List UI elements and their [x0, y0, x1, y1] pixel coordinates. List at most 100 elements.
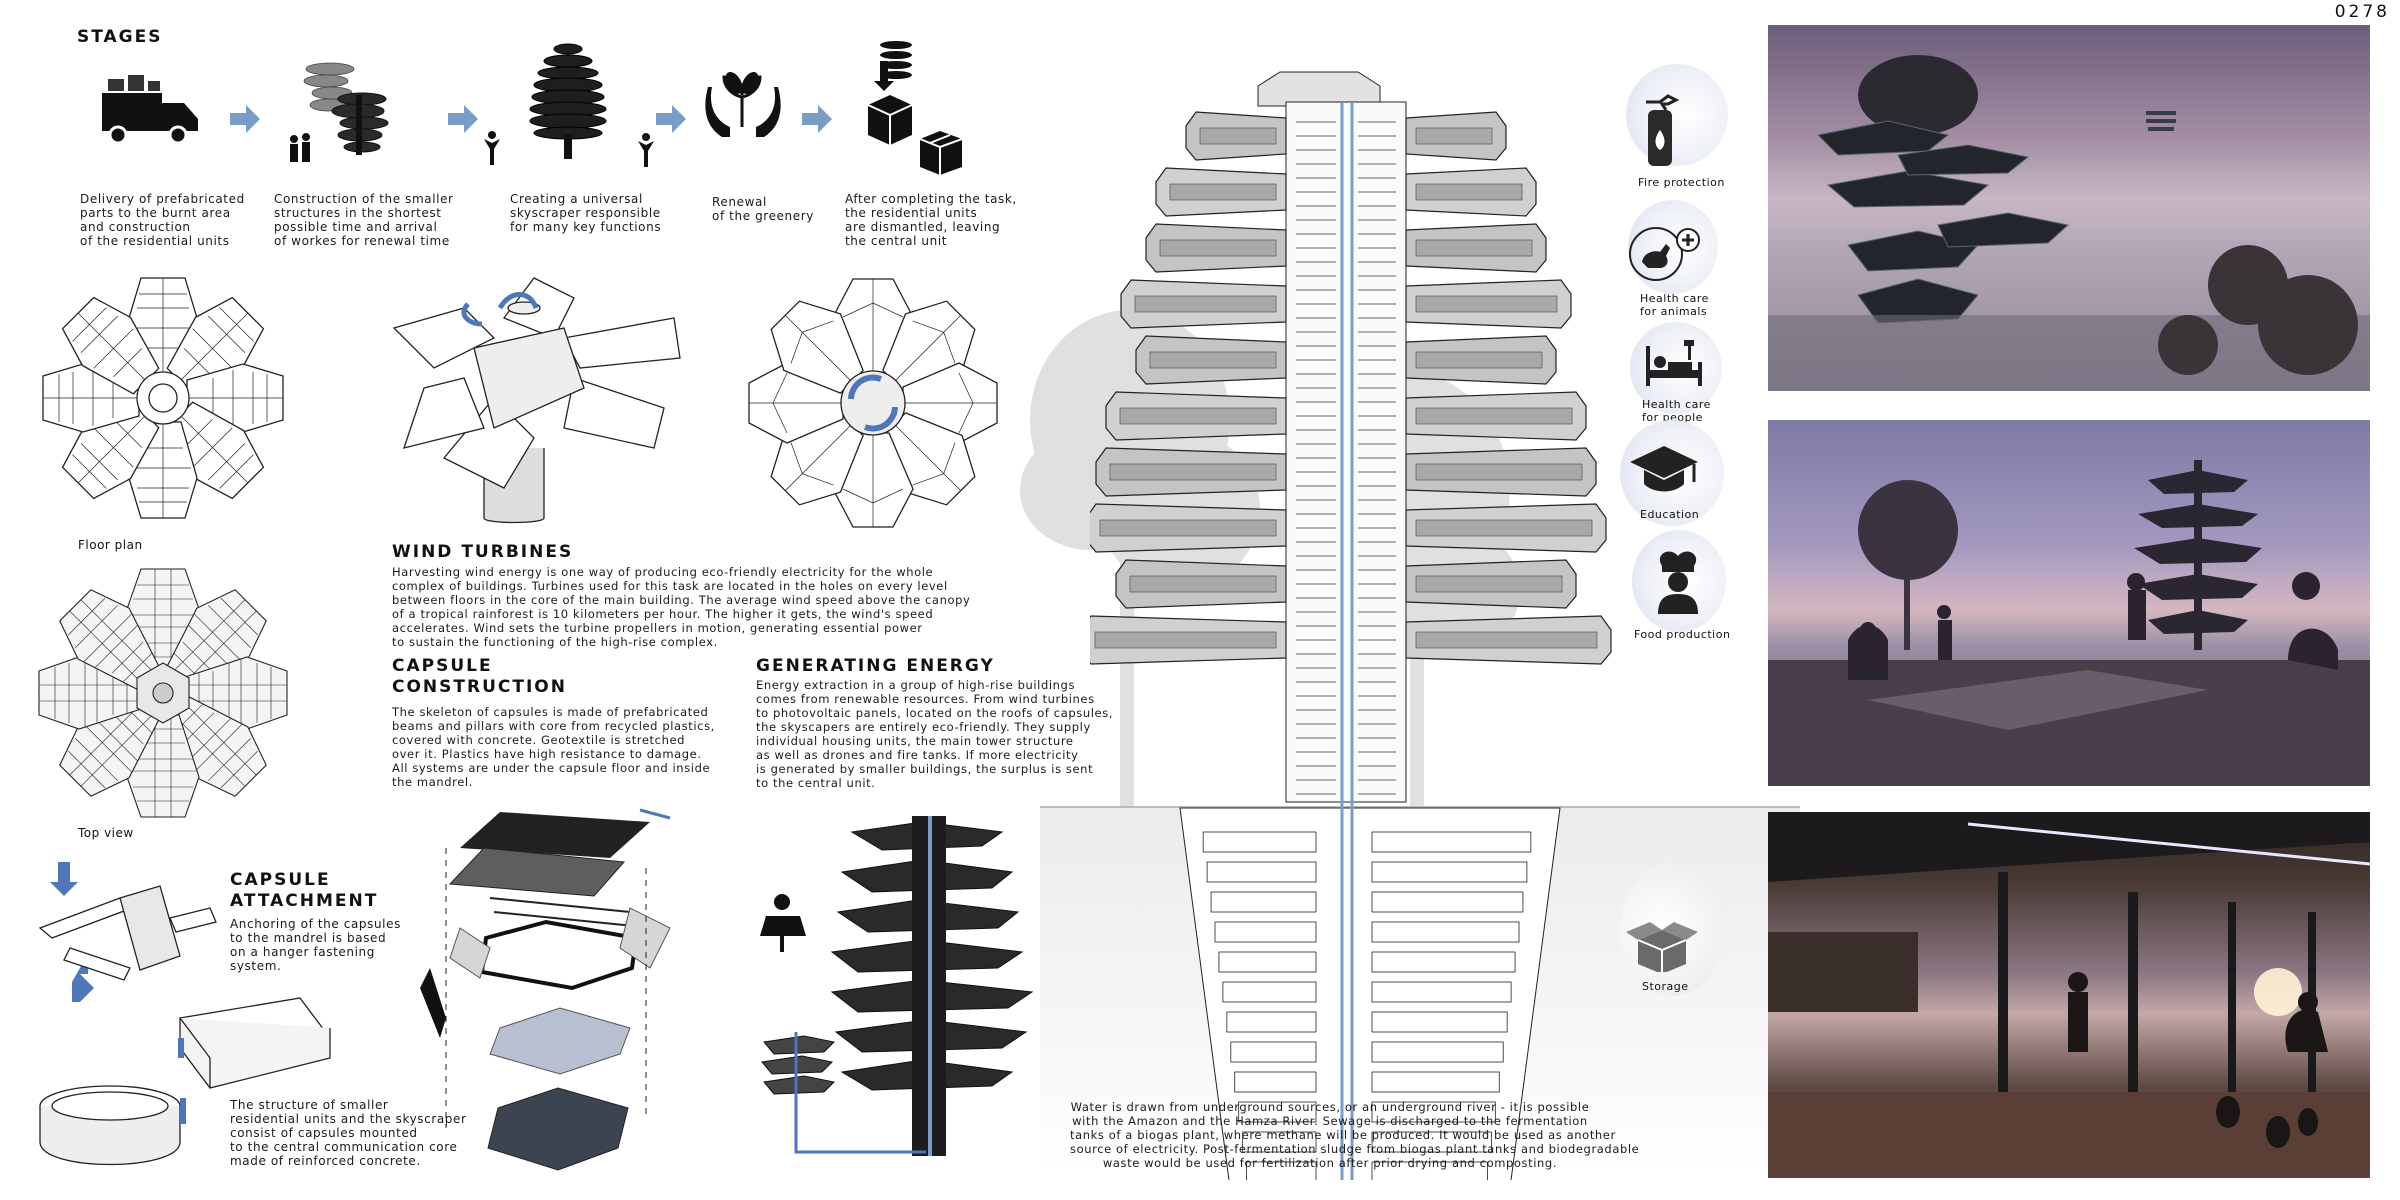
function-label: Fire protection — [1638, 176, 1725, 189]
tower-level-window — [1415, 631, 1598, 649]
dismantle-icon — [867, 41, 963, 175]
underground-level — [1371, 831, 1532, 853]
top-view-label: Top view — [78, 826, 134, 840]
stage-4-text: Renewal of the greenery — [712, 195, 814, 223]
capsule-construction-title: CAPSULE CONSTRUCTION — [392, 656, 567, 697]
underground-level — [1218, 951, 1317, 973]
tower-level-window — [1169, 183, 1277, 201]
underground-level — [1210, 891, 1317, 913]
arrow-icon — [230, 105, 260, 133]
tower-level-window — [1415, 295, 1558, 313]
wind-turbines-text: Harvesting wind energy is one way of pro… — [392, 565, 971, 649]
floor-plan-drawing — [42, 277, 284, 519]
underground-level — [1226, 1011, 1317, 1033]
hospital-bed-icon — [1646, 340, 1702, 386]
arrow-icon — [50, 862, 78, 896]
capsule-structure-text: The structure of smaller residential uni… — [230, 1098, 467, 1168]
tower-level-window — [1129, 575, 1277, 593]
function-bubble — [1626, 64, 1728, 166]
energy-tower-drawing — [760, 816, 1034, 1156]
wind-turbine-plan — [748, 278, 998, 528]
underground-level — [1371, 1011, 1508, 1033]
render-terrace-sunset — [1768, 812, 2370, 1178]
tower-level-window — [1415, 127, 1493, 145]
stages-title: STAGES — [77, 27, 163, 47]
function-label: Education — [1640, 508, 1700, 521]
exploded-capsule-drawing — [420, 808, 671, 1171]
stage-2-text: Construction of the smaller structures i… — [274, 192, 454, 248]
arrow-icon — [72, 954, 94, 1002]
function-bubble — [1628, 200, 1718, 294]
capsule-attachment-drawing — [38, 862, 332, 1166]
storage-label: Storage — [1642, 980, 1689, 993]
arrow-icon — [448, 105, 478, 133]
underground-level — [1238, 1101, 1317, 1123]
stage-5-text: After completing the task, the residenti… — [845, 192, 1017, 248]
underground-level — [1234, 1071, 1317, 1093]
underground-level — [1371, 861, 1528, 883]
wind-turbine-axonometric — [392, 277, 681, 524]
tower-level-window — [1134, 295, 1277, 313]
capsule-attachment-text: Anchoring of the capsules to the mandrel… — [230, 917, 401, 973]
underground-level — [1371, 1101, 1496, 1123]
tower-level-window — [1199, 127, 1277, 145]
storage-box-icon — [1626, 922, 1698, 972]
hands-plant-icon — [705, 72, 781, 137]
chef-icon — [1658, 551, 1698, 614]
solar-panel-icon — [760, 894, 806, 952]
tower-level-window — [1415, 407, 1573, 425]
render-workers-dusk — [1768, 420, 2370, 786]
underground-level — [1214, 921, 1317, 943]
tower-level-window — [1149, 351, 1277, 369]
capsule-attachment-title: CAPSULE ATTACHMENT — [230, 870, 379, 911]
underground-level — [1371, 921, 1520, 943]
function-label: Food production — [1634, 628, 1731, 641]
underground-level — [1371, 951, 1516, 973]
underground-level — [1371, 1161, 1488, 1180]
truck-icon — [102, 75, 198, 145]
underground-level — [1222, 981, 1317, 1003]
tower-level-window — [1415, 463, 1583, 481]
tower-level-window — [1159, 239, 1277, 257]
tower-level-window — [1415, 183, 1523, 201]
generating-energy-title: GENERATING ENERGY — [756, 656, 995, 676]
floor-plan-label: Floor plan — [78, 538, 143, 552]
wind-turbines-title: WIND TURBINES — [392, 542, 574, 562]
stage-3-text: Creating a universal skyscraper responsi… — [510, 192, 662, 234]
capsule-construction-text: The skeleton of capsules is made of pref… — [392, 705, 715, 789]
render-foggy-landscape — [1768, 25, 2370, 391]
underground-level — [1230, 1041, 1317, 1063]
graduation-cap-icon — [1630, 446, 1698, 492]
tower-level-window — [1119, 407, 1277, 425]
tower-level-window — [1094, 631, 1277, 649]
stage-1-text: Delivery of prefabricated parts to the b… — [80, 192, 245, 248]
stages-illustrations — [102, 41, 963, 175]
underground-level — [1371, 1071, 1500, 1093]
tower-level-window — [1415, 351, 1543, 369]
function-label: Health care for people — [1642, 398, 1711, 424]
underground-level — [1371, 1131, 1492, 1153]
underground-level — [1242, 1131, 1317, 1153]
arrow-icon — [656, 105, 686, 133]
tower-level-window — [1415, 239, 1533, 257]
skyscraper-icon — [484, 43, 654, 167]
arrow-icon — [802, 105, 832, 133]
tower-level-window — [1415, 575, 1563, 593]
function-label: Health care for animals — [1640, 292, 1709, 318]
ground-line — [1040, 806, 1800, 808]
underground-level — [1246, 1161, 1317, 1180]
underground-level — [1371, 1041, 1504, 1063]
small-structures-icon — [290, 62, 389, 162]
tower-level-window — [1415, 519, 1593, 537]
generating-energy-text: Energy extraction in a group of high-ris… — [756, 678, 1114, 790]
underground-level — [1202, 831, 1317, 853]
underground-level — [1371, 891, 1524, 913]
underground-level — [1206, 861, 1317, 883]
central-tower-section — [1090, 71, 1612, 1180]
underground-level — [1371, 981, 1512, 1003]
top-view-drawing — [38, 568, 288, 818]
animal-care-icon — [1629, 227, 1700, 281]
fire-extinguisher-icon — [1646, 94, 1680, 166]
tower-level-window — [1099, 519, 1277, 537]
water-text: Water is drawn from underground sources,… — [1070, 1100, 1639, 1170]
